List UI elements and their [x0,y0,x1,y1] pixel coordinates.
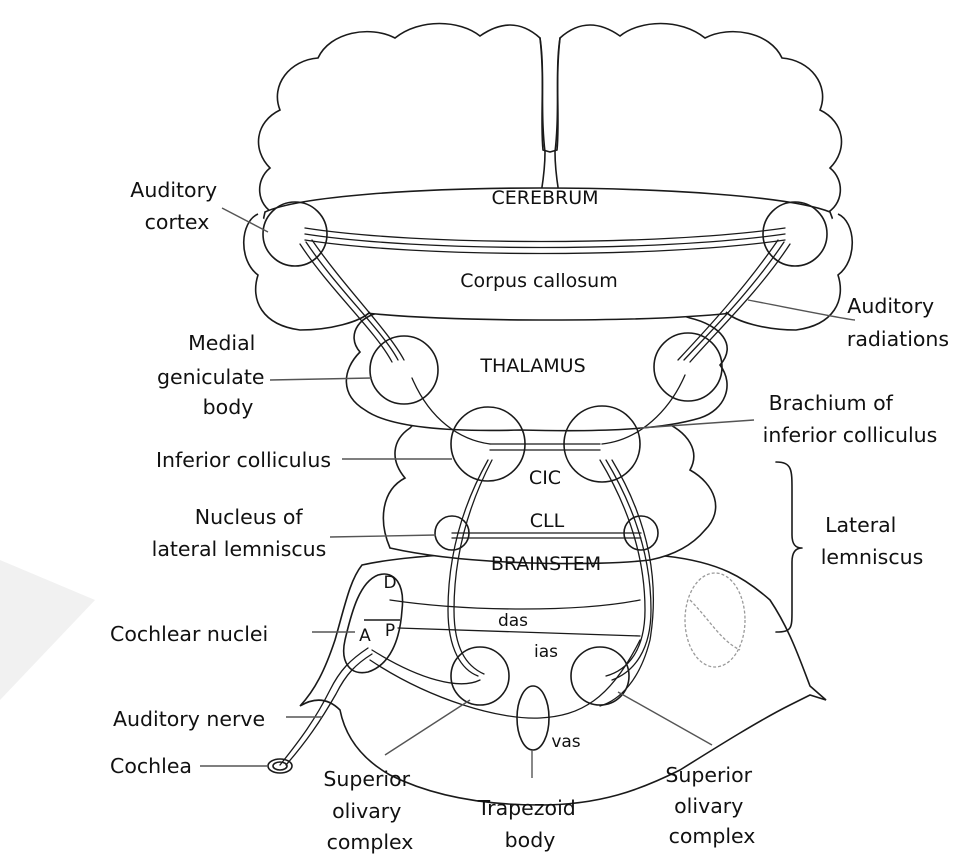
medial-geniculate-label: Medial geniculate body [157,331,271,419]
watermark-shape [0,560,95,700]
ias-label: ias [534,642,558,662]
vas-label: vas [551,732,580,752]
cic-label: CIC [529,467,561,489]
thalamus-label: THALAMUS [479,355,585,377]
superior-olivary-left-label: Superior olivary complex [323,767,416,854]
trapezoid-body-label: Trapezoid body [477,796,583,852]
lateral-lemniscus-brace [776,462,802,632]
auditory-radiations-label: Auditory radiations [847,294,949,351]
das-label: das [498,611,528,631]
cochlea-label: Cochlea [110,754,192,778]
cochlea-icon [268,759,292,773]
corpus-callosum-label: Corpus callosum [460,270,617,292]
lateral-lemniscus-label: Lateral lemniscus [821,513,924,569]
superior-olivary-right-label: Superior olivary complex [665,763,758,848]
cochlear-nucleus-d-label: D [383,573,396,593]
nucleus-lateral-lemniscus-label: Nucleus of lateral lemniscus [152,505,327,561]
auditory-cortex-label: Auditory cortex [130,178,223,234]
brachium-label: Brachium of inferior colliculus [763,391,938,447]
cochlear-nucleus-a-label: A [359,626,371,646]
cll-label: CLL [530,510,565,532]
cochlear-nuclei-label: Cochlear nuclei [110,622,268,646]
auditory-nerve-label: Auditory nerve [113,707,265,731]
brainstem-label: BRAINSTEM [491,553,601,575]
inferior-colliculus-label: Inferior colliculus [156,448,331,472]
cerebrum-label: CEREBRUM [491,187,598,209]
cochlear-nucleus-p-label: P [385,621,395,641]
